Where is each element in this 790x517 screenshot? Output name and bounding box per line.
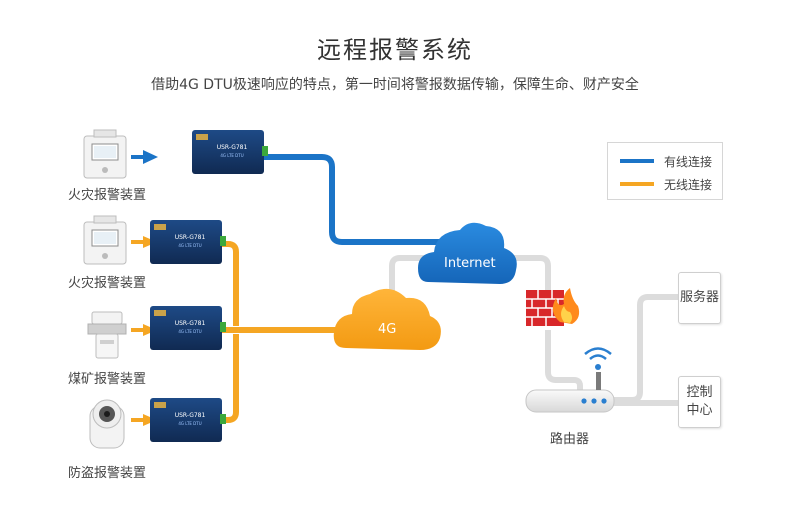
wireless-links <box>222 241 356 423</box>
legend-label-wireless: 无线连接 <box>664 177 713 192</box>
cellular-cloud-icon <box>333 288 441 350</box>
legend-item-wireless: 无线连接 <box>620 177 713 192</box>
wired-link <box>262 154 450 245</box>
connector-internet-firewall <box>505 255 551 300</box>
wireless-inputs <box>131 240 145 422</box>
dtu-model-label: USR-G781 <box>175 234 206 241</box>
dtu-device-icon: USR-G781 4G LTE DTU <box>150 398 226 442</box>
legend-swatch-wired <box>620 159 654 163</box>
fire-alarm-label: 火灾报警装置 <box>68 276 147 291</box>
router-icon <box>525 347 615 413</box>
page-title: 远程报警系统 <box>317 36 473 64</box>
dtu-device-icon: USR-G781 4G LTE DTU <box>150 220 226 264</box>
router-label: 路由器 <box>550 432 590 447</box>
page-subtitle: 借助4G DTU极速响应的特点，第一时间将警报数据传输，保障生命、财产安全 <box>151 77 639 93</box>
theft-alarm-label: 防盗报警装置 <box>68 466 147 481</box>
dtu-model-label: USR-G781 <box>175 320 206 327</box>
arrow-icon <box>143 150 158 164</box>
dtu-sub-label: 4G LTE DTU <box>220 153 243 158</box>
legend-item-wired: 有线连接 <box>620 154 713 169</box>
legend-label-wired: 有线连接 <box>664 154 713 169</box>
legend: 有线连接 无线连接 <box>607 142 723 200</box>
dtu-model-label: USR-G781 <box>175 412 206 419</box>
firewall-icon <box>526 288 580 326</box>
dtu-sub-label: 4G LTE DTU <box>178 329 201 334</box>
connector-firewall-router <box>545 330 583 392</box>
dtu-device-icon: USR-G781 4G LTE DTU <box>192 130 268 174</box>
gray-connectors <box>389 255 678 406</box>
mine-alarm-device-icon <box>87 311 127 359</box>
cellular-label: 4G <box>378 322 397 337</box>
control-center-box: 控制 中心 <box>678 376 721 428</box>
dtu-device-icon: USR-G781 4G LTE DTU <box>150 306 226 350</box>
legend-swatch-wireless <box>620 182 654 186</box>
server-box: 服务器 <box>678 272 721 324</box>
theft-alarm-device-icon <box>89 399 125 449</box>
connector-router-server <box>612 294 678 403</box>
dtu-sub-label: 4G LTE DTU <box>178 421 201 426</box>
fire-alarm-device-icon <box>83 129 127 179</box>
dtu-sub-label: 4G LTE DTU <box>178 243 201 248</box>
dtu-model-label: USR-G781 <box>217 144 248 151</box>
connector-4g-internet <box>389 255 440 318</box>
internet-cloud-icon <box>418 222 517 284</box>
internet-label: Internet <box>444 256 496 271</box>
fire-alarm-label: 火灾报警装置 <box>68 188 147 203</box>
mine-alarm-label: 煤矿报警装置 <box>68 372 147 387</box>
fire-alarm-device-icon <box>83 215 127 265</box>
